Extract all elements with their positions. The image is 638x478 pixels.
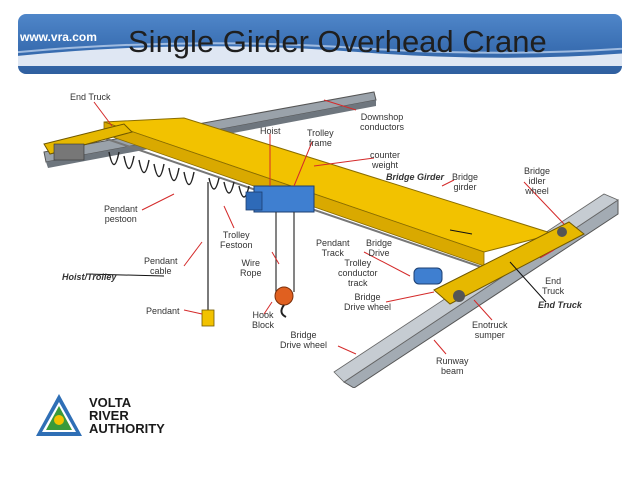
label-bridge-girder: Bridge girder: [452, 172, 479, 192]
pendant-control: [201, 309, 215, 327]
label-downshop-conductors: Downshop conductors: [360, 112, 405, 132]
label-hoist: Hoist: [260, 126, 281, 136]
end-truck-right: [433, 221, 585, 305]
slide-title: Single Girder Overhead Crane: [128, 24, 547, 59]
label-bridge-girder-italic: Bridge Girder: [386, 172, 445, 182]
label-bridge-drive-wheel-bottom: Bridge Drive wheel: [280, 330, 328, 350]
trolley-festoon: [208, 177, 250, 198]
leader-lines: [93, 99, 565, 355]
label-pendant-track: Pendant Track: [316, 238, 350, 258]
label-trolley-festoon: Trolley Festoon: [220, 230, 253, 250]
label-wire-rope: Wire Rope: [240, 258, 262, 278]
label-bridge-drive-wheel-right: Bridge Drive wheel: [344, 292, 392, 312]
banner-wave: [18, 42, 622, 66]
label-bridge-drive: Bridge Drive: [366, 238, 393, 258]
label-pendant: Pendant: [146, 306, 180, 316]
label-trolley-frame: Trolley frame: [307, 128, 334, 148]
logo-line-1: VOLTA: [89, 395, 132, 410]
label-pendant-cable: Pendant cable: [144, 256, 178, 276]
pendant-festoon: [108, 151, 195, 186]
crane-diagram: [43, 91, 619, 388]
label-end-truck-right-italic: End Truck: [538, 300, 582, 310]
label-trolley-conductor-track: Trolley conductor track: [338, 258, 378, 288]
label-end-truck-top: End Truck: [70, 92, 111, 102]
label-counter-weight: counter weight: [370, 150, 401, 170]
title-banner: [18, 14, 622, 74]
bridge-drive-motor: [413, 267, 443, 285]
black-leader-lines: [85, 229, 547, 303]
label-bridge-idler-wheel: Bridge idler wheel: [524, 166, 551, 196]
trolley-frame: [253, 185, 315, 213]
label-hook-block: Hook Block: [252, 310, 275, 330]
vra-logo-icon: [36, 394, 82, 436]
logo-line-3: AUTHORITY: [89, 421, 165, 436]
logo-line-2: RIVER: [89, 408, 129, 423]
vra-wordmark: VOLTA RIVER AUTHORITY: [89, 396, 165, 435]
site-url[interactable]: www.vra.com: [20, 30, 97, 44]
hook-block: [274, 286, 294, 306]
label-end-truck-right: End Truck: [542, 276, 565, 296]
label-runway-beam: Runway beam: [436, 356, 469, 376]
label-hoist-trolley: Hoist/Trolley: [62, 272, 117, 282]
label-pendant-pestoon: Pendant pestoon: [104, 204, 138, 224]
label-enotruck-sumper: Enotruck sumper: [472, 320, 508, 340]
